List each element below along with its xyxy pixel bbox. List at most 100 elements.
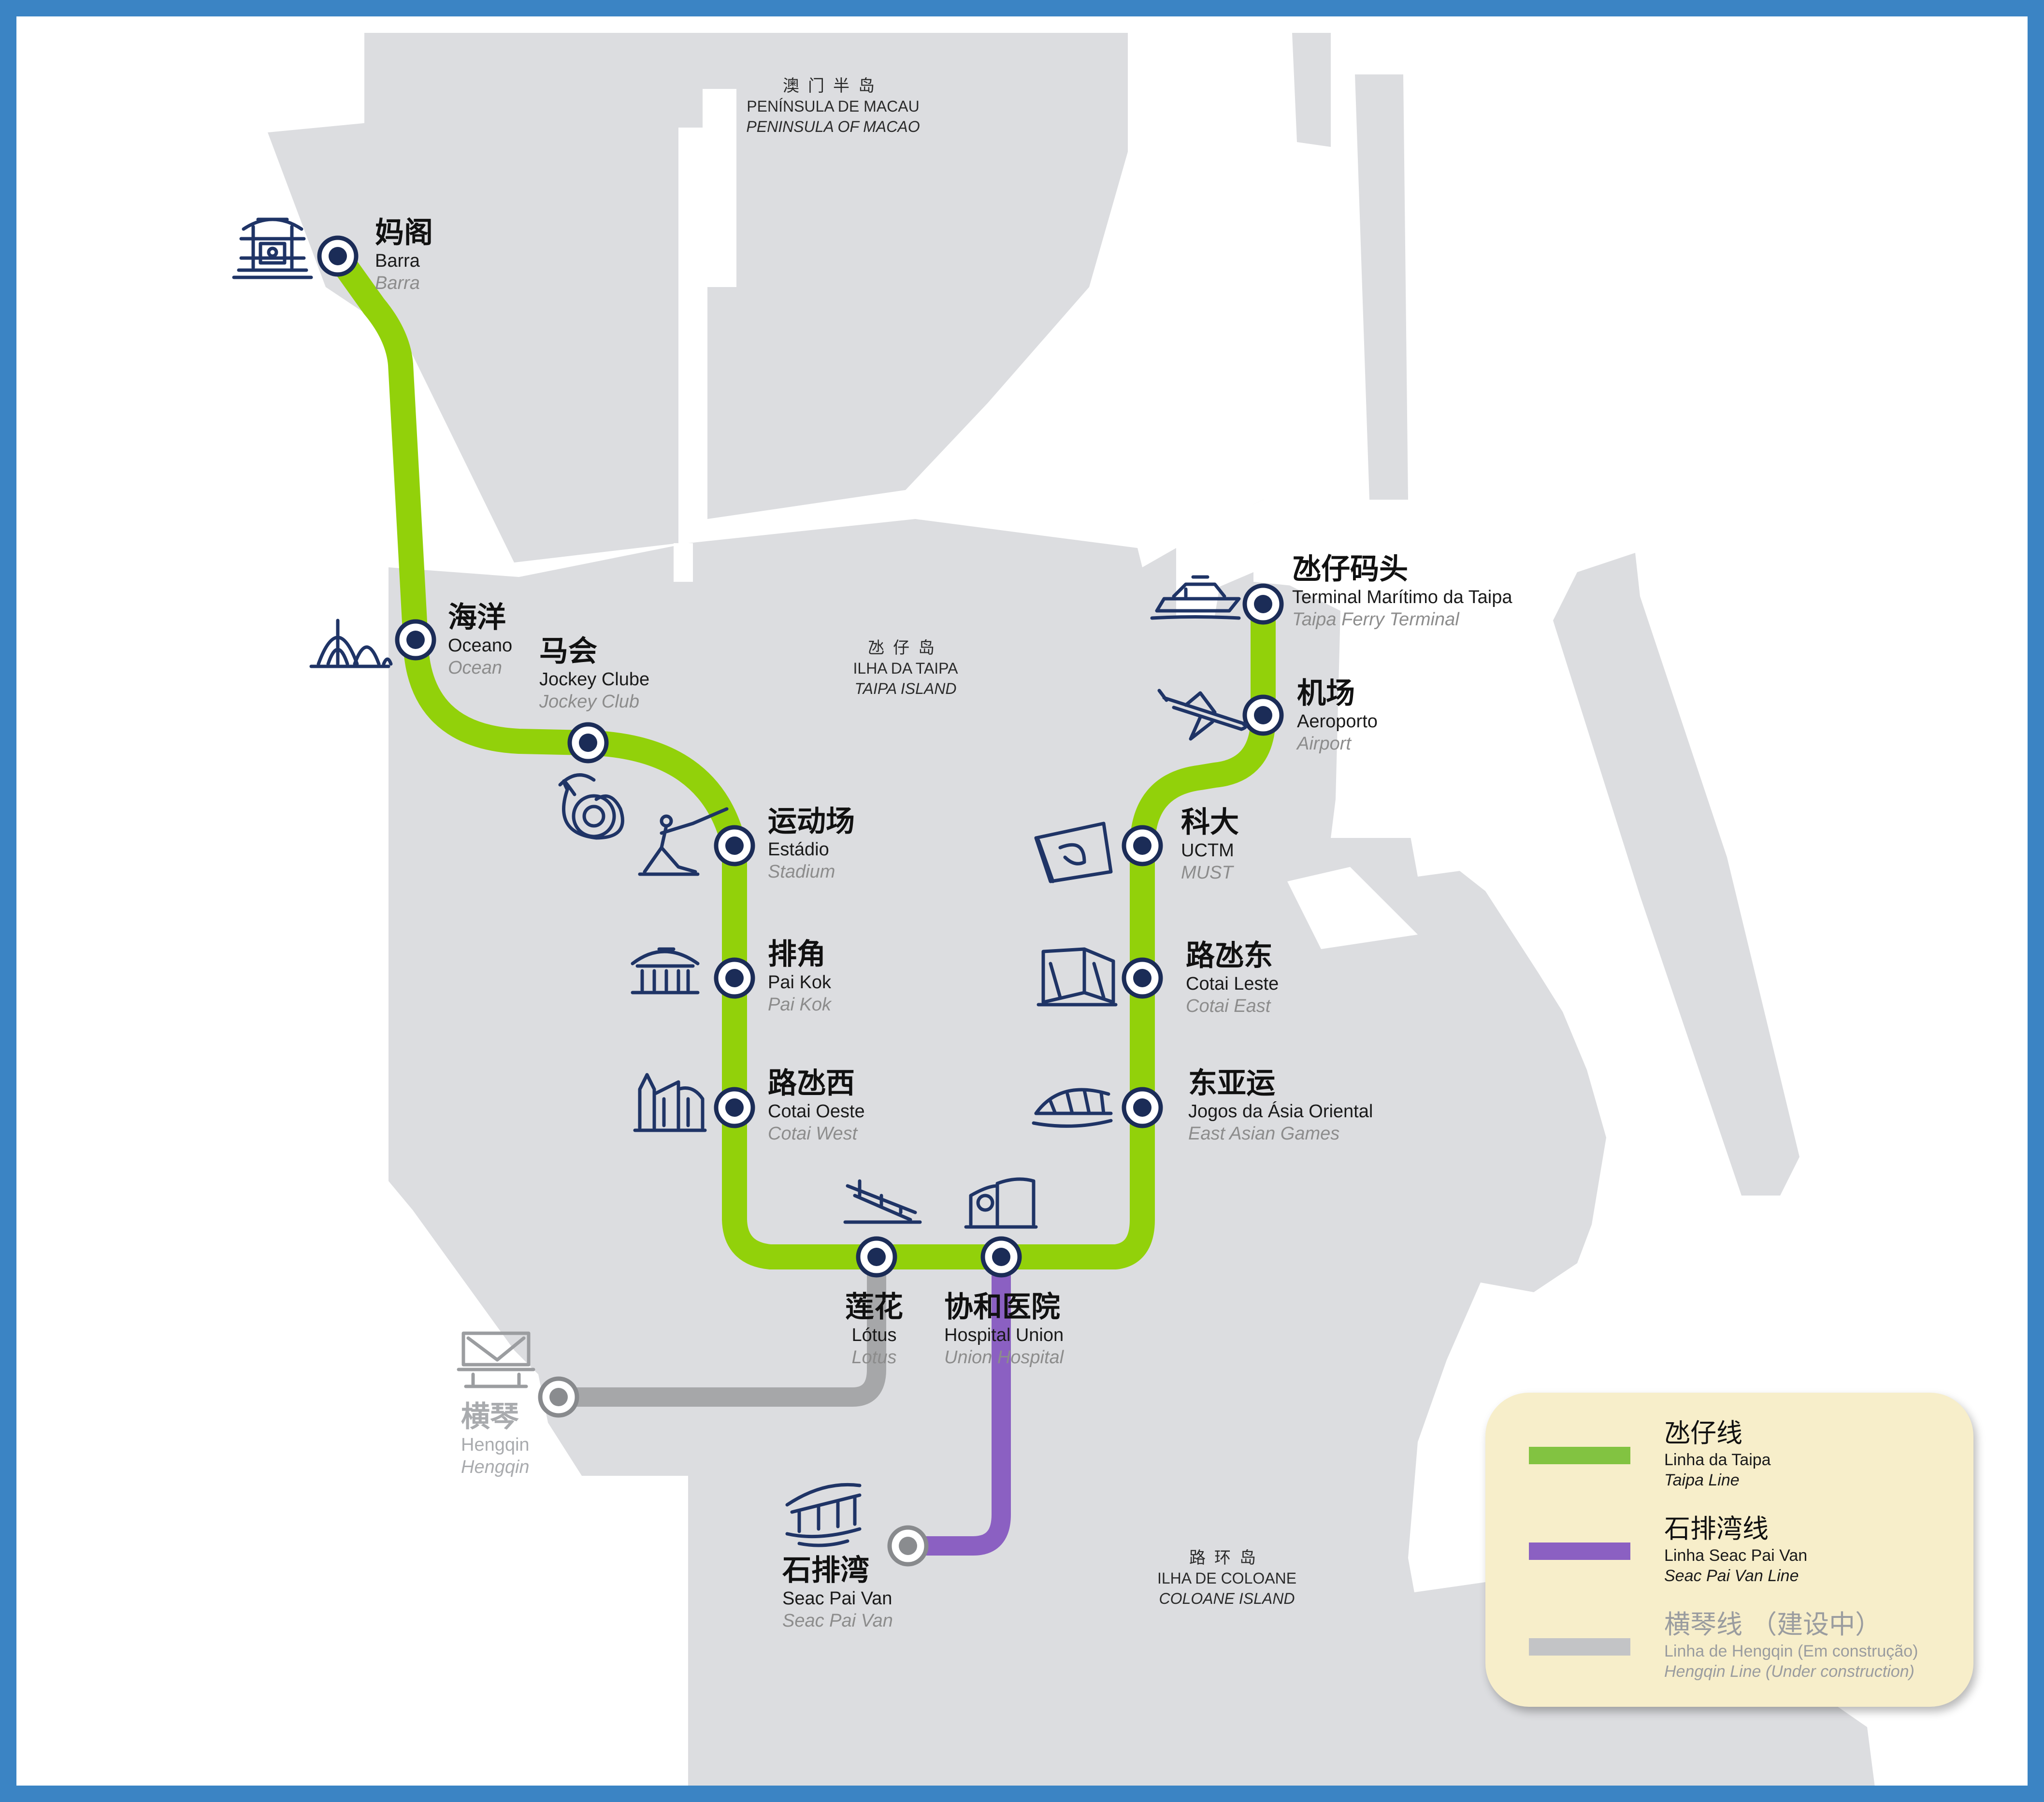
land-pier xyxy=(1292,33,1331,147)
legend-text-hengqin: 横琴线 （建设中） Linha de Hengqin (Em construçã… xyxy=(1664,1608,1918,1682)
station-name-en: Taipa Ferry Terminal xyxy=(1292,609,1459,630)
land-taipa-cotai-coloane xyxy=(389,500,1606,1786)
legend-pt: Linha de Hengqin (Em construção) xyxy=(1664,1642,1918,1660)
station-label-paikok[interactable]: 排角 Pai Kok Pai Kok xyxy=(768,937,831,1016)
area-label-taipa: 氹仔岛 ILHA DA TAIPA TAIPA ISLAND xyxy=(828,637,983,699)
station-name-zh: 石排湾 xyxy=(782,1554,869,1587)
station-marker-cotaileste[interactable] xyxy=(1122,957,1163,999)
station-name-en: East Asian Games xyxy=(1188,1123,1340,1144)
station-name-pt: Jockey Clube xyxy=(539,669,650,690)
legend-zh: 横琴线 （建设中） xyxy=(1664,1609,1882,1640)
seac-pai-van-line xyxy=(898,1247,1011,1556)
legend-swatch-taipa xyxy=(1529,1447,1630,1464)
station-label-lotus[interactable]: 莲花 Lótus Lotus xyxy=(828,1290,920,1369)
legend-text-taipa: 氹仔线 Linha da Taipa Taipa Line xyxy=(1664,1417,1771,1491)
open-book-icon xyxy=(1036,947,1118,1007)
ocean-gardens-icon xyxy=(309,619,393,668)
station-label-seacpaivan[interactable]: 石排湾 Seac Pai Van Seac Pai Van xyxy=(782,1553,893,1632)
station-label-ferry[interactable]: 氹仔码头 Terminal Marítimo da Taipa Taipa Fe… xyxy=(1292,552,1512,631)
station-name-en: Stadium xyxy=(768,861,835,882)
land-bridge-east xyxy=(1355,74,1408,500)
station-marker-ferry[interactable] xyxy=(1242,583,1284,625)
land-masses xyxy=(268,33,1875,1786)
legend: 氹仔线 Linha da Taipa Taipa Line 石排湾线 Linha… xyxy=(1485,1393,1973,1707)
station-name-pt: Cotai Oeste xyxy=(768,1101,865,1122)
station-name-zh: 横琴 xyxy=(461,1400,519,1434)
station-label-hospital[interactable]: 协和医院 Hospital Union Union Hospital xyxy=(944,1290,1064,1369)
station-label-oceano[interactable]: 海洋 Oceano Ocean xyxy=(448,600,512,679)
taipa-line xyxy=(325,243,1276,1269)
station-name-en: Cotai West xyxy=(768,1123,858,1144)
station-name-pt: Pai Kok xyxy=(768,972,831,993)
area-en: TAIPA ISLAND xyxy=(854,679,957,697)
station-name-pt: Oceano xyxy=(448,635,513,656)
dome-icon xyxy=(1032,1088,1113,1128)
station-name-pt: Terminal Marítimo da Taipa xyxy=(1292,587,1512,607)
station-marker-cotaioeste[interactable] xyxy=(714,1087,755,1128)
legend-zh: 氹仔线 xyxy=(1664,1418,1742,1448)
station-name-zh: 路氹西 xyxy=(768,1067,855,1100)
station-marker-hospital[interactable] xyxy=(980,1236,1022,1278)
legend-en: Hengqin Line (Under construction) xyxy=(1664,1662,1914,1681)
station-marker-paikok[interactable] xyxy=(714,957,755,999)
station-label-barra[interactable]: 妈阁 Barra Barra xyxy=(375,216,433,294)
station-marker-lotus[interactable] xyxy=(856,1236,897,1278)
area-en: PENINSULA OF MACAO xyxy=(746,117,920,135)
station-name-zh: 协和医院 xyxy=(944,1290,1060,1324)
station-label-uctm[interactable]: 科大 UCTM MUST xyxy=(1181,805,1239,884)
area-en: COLOANE ISLAND xyxy=(1159,1589,1295,1607)
station-name-zh: 排角 xyxy=(768,937,826,971)
station-markers xyxy=(317,235,1284,1567)
station-name-pt: Lótus xyxy=(851,1325,897,1345)
station-marker-seacpaivan[interactable] xyxy=(887,1525,929,1567)
station-marker-uctm[interactable] xyxy=(1122,825,1163,866)
station-marker-estadio[interactable] xyxy=(714,825,755,866)
station-name-pt: Barra xyxy=(375,251,420,271)
station-name-en: Jockey Club xyxy=(539,691,639,712)
land-macau-peninsula xyxy=(364,33,1128,562)
land-airport-runway xyxy=(1553,553,1799,1196)
station-label-cotaioeste[interactable]: 路氹西 Cotai Oeste Cotai West xyxy=(768,1066,865,1145)
station-name-zh: 马会 xyxy=(539,634,597,668)
station-label-jockey[interactable]: 马会 Jockey Clube Jockey Club xyxy=(539,634,649,713)
ferry-icon xyxy=(1150,575,1241,620)
station-label-estadio[interactable]: 运动场 Estádio Stadium xyxy=(768,804,855,883)
station-marker-jogos[interactable] xyxy=(1122,1087,1163,1128)
station-name-pt: Jogos da Ásia Oriental xyxy=(1188,1101,1373,1122)
athlete-icon xyxy=(638,807,729,876)
legend-pt: Linha Seac Pai Van xyxy=(1664,1546,1808,1565)
station-name-zh: 妈阁 xyxy=(375,216,433,250)
station-label-jogos[interactable]: 东亚运 Jogos da Ásia Oriental East Asian Ga… xyxy=(1188,1066,1373,1145)
station-name-en: Pai Kok xyxy=(768,994,831,1015)
station-label-cotaileste[interactable]: 路氹东 Cotai Leste Cotai East xyxy=(1186,938,1279,1017)
seac-pai-van-icon xyxy=(785,1483,862,1547)
station-name-pt: Cotai Leste xyxy=(1186,974,1279,994)
station-name-en: Ocean xyxy=(448,657,502,678)
station-name-en: Barra xyxy=(375,273,420,293)
pavilion-icon xyxy=(631,947,700,995)
station-marker-aeroporto[interactable] xyxy=(1242,694,1284,736)
station-marker-hengqin[interactable] xyxy=(538,1376,579,1418)
area-zh: 路环岛 xyxy=(1189,1548,1265,1568)
station-marker-oceano[interactable] xyxy=(395,619,436,661)
hengqin-line xyxy=(549,1247,886,1407)
legend-en: Seac Pai Van Line xyxy=(1664,1567,1799,1585)
station-name-zh: 科大 xyxy=(1181,806,1239,839)
station-name-zh: 海洋 xyxy=(448,601,506,634)
station-label-hengqin[interactable]: 横琴 Hengqin Hengqin xyxy=(461,1399,530,1478)
legend-pt: Linha da Taipa xyxy=(1664,1450,1771,1469)
legend-zh: 石排湾线 xyxy=(1664,1514,1769,1544)
station-name-en: Airport xyxy=(1297,733,1351,754)
area-label-macau: 澳门半岛 PENÍNSULA DE MACAU PENINSULA OF MAC… xyxy=(746,75,920,137)
station-label-aeroporto[interactable]: 机场 Aeroporto Airport xyxy=(1297,676,1378,755)
station-marker-jockey[interactable] xyxy=(567,722,609,764)
station-name-pt: UCTM xyxy=(1181,840,1234,861)
station-name-en: Hengqin xyxy=(461,1456,530,1477)
bridge-icon xyxy=(843,1179,922,1224)
station-marker-barra[interactable] xyxy=(317,235,359,277)
station-name-zh: 莲花 xyxy=(845,1290,903,1324)
landmark-icons xyxy=(232,217,1248,1547)
area-pt: ILHA DA TAIPA xyxy=(853,660,958,678)
station-name-zh: 运动场 xyxy=(768,805,855,838)
